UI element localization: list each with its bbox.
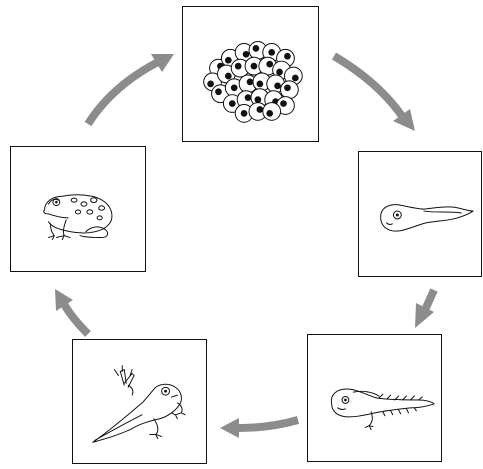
arrow-eggs-to-tadpole (334, 56, 402, 116)
froglet-panel (72, 339, 207, 464)
adult-frog-panel (10, 146, 146, 272)
egg (263, 103, 281, 121)
tadpole-icon (359, 152, 481, 276)
arrowhead-froglet (220, 418, 239, 438)
eggs-panel (182, 6, 319, 142)
tadpole-panel (358, 151, 482, 277)
arrow-froglet-to-frog (64, 304, 88, 334)
tadpole-with-legs-icon (308, 335, 441, 461)
tadpole-with-legs-panel (307, 334, 442, 462)
arrow-tadpole-to-legs (425, 290, 434, 310)
arrow-frog-to-eggs (88, 62, 158, 124)
egg (281, 81, 299, 99)
frog-eggs-icon (183, 7, 318, 141)
arrow-legs-to-froglet (238, 420, 298, 428)
adult-frog-icon (11, 147, 145, 271)
froglet-icon (73, 340, 206, 463)
